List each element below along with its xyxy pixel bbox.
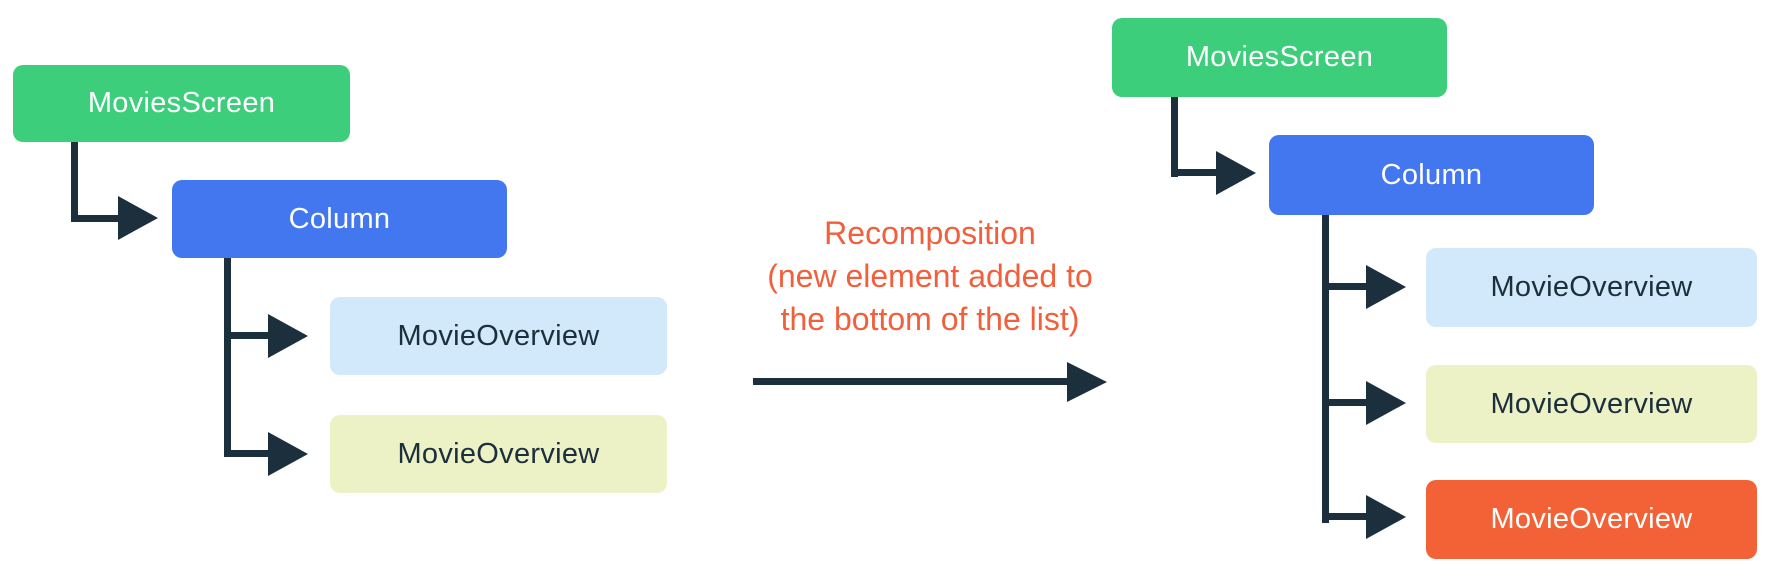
left-tree-column-node: Column: [172, 180, 507, 258]
left-branch1-connector: [224, 332, 270, 339]
left-tree-child2-label: MovieOverview: [397, 437, 600, 470]
left-tree-child1-label: MovieOverview: [397, 319, 600, 352]
annotation-line3: the bottom of the list): [780, 301, 1080, 337]
right-root-to-column-connector-vertical: [1171, 97, 1178, 177]
right-tree-root-node: MoviesScreen: [1112, 18, 1447, 97]
right-tree-child2-node: MovieOverview: [1426, 365, 1757, 443]
right-root-to-column-arrowhead-icon: [1216, 151, 1256, 195]
right-branch3-connector: [1322, 513, 1368, 520]
right-tree-child3-node-new-element: MovieOverview: [1426, 480, 1757, 559]
right-tree-column-node: Column: [1269, 135, 1594, 215]
right-root-to-column-connector-horizontal: [1171, 169, 1217, 176]
right-branch2-arrowhead-icon: [1366, 381, 1406, 425]
recomposition-arrowhead-icon: [1067, 362, 1107, 402]
right-tree-child1-node: MovieOverview: [1426, 248, 1757, 327]
right-tree-column-label: Column: [1380, 158, 1483, 191]
left-branch2-arrowhead-icon: [268, 432, 308, 476]
recomposition-annotation: Recomposition (new element added to the …: [705, 212, 1155, 341]
right-branch1-connector: [1322, 283, 1368, 290]
left-root-to-column-connector-vertical: [71, 142, 78, 222]
right-tree-child1-label: MovieOverview: [1490, 271, 1693, 303]
annotation-line2: (new element added to: [767, 258, 1093, 294]
left-branch2-connector: [224, 450, 270, 457]
left-branch1-arrowhead-icon: [268, 314, 308, 358]
recomposition-arrow-shaft: [753, 378, 1068, 385]
right-tree-child3-label: MovieOverview: [1490, 503, 1693, 535]
right-branch3-arrowhead-icon: [1366, 495, 1406, 539]
left-root-to-column-connector-horizontal: [71, 215, 121, 222]
right-branch2-connector: [1322, 399, 1368, 406]
left-column-children-connector-vertical: [224, 258, 231, 457]
left-tree-column-label: Column: [288, 202, 391, 235]
left-root-to-column-arrowhead-icon: [118, 196, 158, 240]
left-tree-root-label: MoviesScreen: [87, 87, 276, 119]
right-tree-root-label: MoviesScreen: [1185, 41, 1374, 73]
left-tree-root-node: MoviesScreen: [13, 65, 350, 142]
annotation-line1: Recomposition: [824, 215, 1036, 251]
left-tree-child2-node: MovieOverview: [330, 415, 667, 493]
right-column-children-connector-vertical: [1322, 215, 1329, 523]
right-branch1-arrowhead-icon: [1366, 265, 1406, 309]
right-tree-child2-label: MovieOverview: [1490, 387, 1693, 420]
left-tree-child1-node: MovieOverview: [330, 297, 667, 375]
